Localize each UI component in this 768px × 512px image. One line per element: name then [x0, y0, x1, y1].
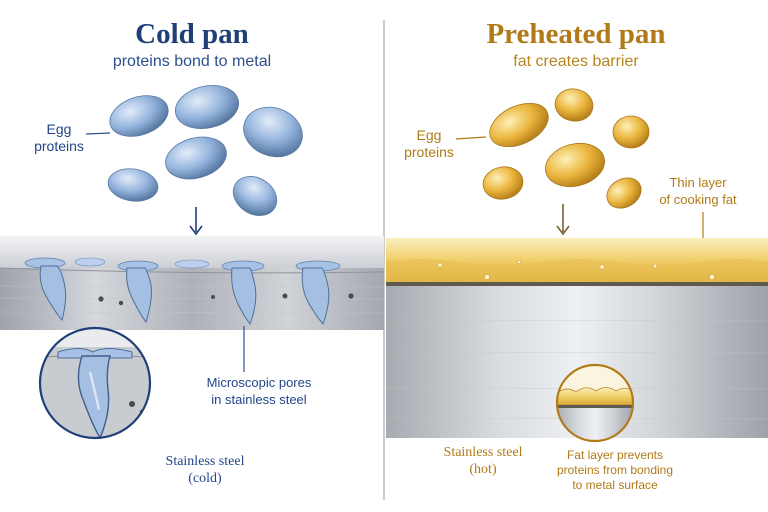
protein-blob	[606, 177, 642, 209]
cold-pan-subtitle: proteins bond to metal	[112, 53, 272, 70]
hot-steel-label: Stainless steel(hot)	[443, 445, 523, 477]
cold-steel-label: Stainless steel(cold)	[165, 454, 245, 486]
protein-blob	[243, 106, 303, 158]
hot-egg-proteins	[482, 88, 650, 209]
cold-arrow-icon	[189, 207, 203, 236]
hot-magnified-barrier	[555, 363, 635, 443]
protein-blob	[545, 142, 605, 188]
protein-blob	[107, 168, 159, 202]
preheated-pan-title: Preheated pan	[486, 18, 666, 50]
cold-pan-title: Cold pan	[135, 18, 249, 50]
protein-blob	[489, 102, 549, 148]
egg-proteins-leader	[85, 132, 111, 135]
protein-blob	[165, 136, 227, 180]
hot-arrow-icon	[556, 204, 570, 236]
protein-filled-pores	[24, 257, 354, 326]
protein-blob	[109, 95, 169, 137]
preheated-pan-subtitle: fat creates barrier	[513, 53, 639, 70]
protein-blob	[482, 166, 524, 200]
protein-blob	[612, 115, 650, 149]
protein-blob	[554, 88, 594, 122]
cold-magnified-pore	[38, 326, 152, 440]
cold-egg-proteins	[107, 85, 303, 216]
egg-proteins-leader	[455, 136, 487, 140]
protein-blob	[232, 176, 278, 216]
protein-blob	[174, 85, 240, 129]
